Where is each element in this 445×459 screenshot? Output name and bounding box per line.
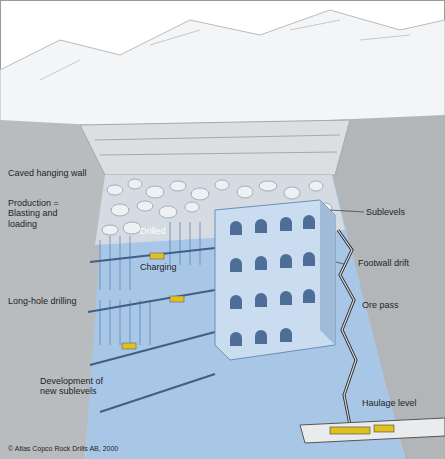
region-label: Caved hanging wall — [8, 168, 87, 178]
process-label: Development of new sublevels — [40, 376, 122, 397]
part-label: Sublevels — [366, 207, 405, 217]
part-label: Haulage level — [362, 398, 417, 408]
part-label: Ore pass — [362, 300, 399, 310]
region-label: Production = Blasting and loading — [8, 198, 78, 229]
copyright-note: © Atlas Copco Rock Drills AB, 2000 — [8, 445, 118, 453]
process-label: Charging — [140, 262, 177, 272]
part-label: Footwall drift — [358, 258, 409, 268]
region-label: Drilled — [140, 226, 166, 236]
process-label: Long-hole drilling — [8, 296, 77, 306]
